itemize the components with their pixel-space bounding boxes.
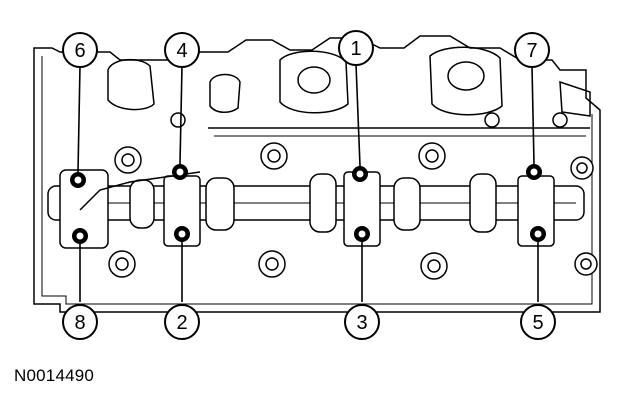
callout-1-label: 1: [350, 38, 361, 60]
callout-4: 4: [164, 32, 200, 68]
bearing-caps: [59, 169, 555, 249]
callout-6-label: 6: [74, 40, 85, 62]
leader-lines: [77, 63, 539, 302]
cap-bolt-2: [174, 226, 190, 242]
callout-2-label: 2: [176, 312, 187, 334]
callout-5: 5: [520, 304, 556, 340]
bolt-lower-right: [574, 252, 598, 276]
callout-7: 7: [514, 32, 550, 68]
bolt-upper-center-right: [418, 142, 446, 170]
bolt-lower-center-right: [420, 252, 448, 280]
cap-bolt-7: [526, 164, 542, 180]
bolt-upper-right: [570, 156, 594, 180]
cap-bolt-8: [72, 228, 88, 244]
callout-2: 2: [164, 304, 200, 340]
upper-bolts: [114, 142, 594, 180]
cap-bolt-1: [352, 166, 368, 182]
lower-bolts: [108, 250, 598, 280]
callout-8-label: 8: [74, 312, 85, 334]
bolt-upper-center-left: [260, 142, 288, 170]
bolt-lower-center-left: [258, 250, 286, 278]
bolt-upper-left: [114, 146, 142, 174]
bolt-lower-left: [108, 250, 136, 278]
callout-6: 6: [62, 32, 98, 68]
cap-bolt-5: [530, 226, 546, 242]
callout-8: 8: [62, 304, 98, 340]
cap-bolts: [70, 164, 546, 244]
callout-3-label: 3: [356, 312, 367, 334]
cap-bolt-4: [172, 164, 188, 180]
callout-3: 3: [344, 304, 380, 340]
callout-1: 1: [338, 30, 374, 66]
camshaft: [47, 169, 585, 249]
callout-4-label: 4: [176, 40, 187, 62]
callout-7-label: 7: [526, 40, 537, 62]
figure-id: N0014490: [14, 366, 95, 385]
cam-lobes: [129, 173, 497, 233]
cap-bolt-3: [354, 226, 370, 242]
cap-bolt-6: [70, 172, 86, 188]
callout-5-label: 5: [532, 312, 543, 334]
